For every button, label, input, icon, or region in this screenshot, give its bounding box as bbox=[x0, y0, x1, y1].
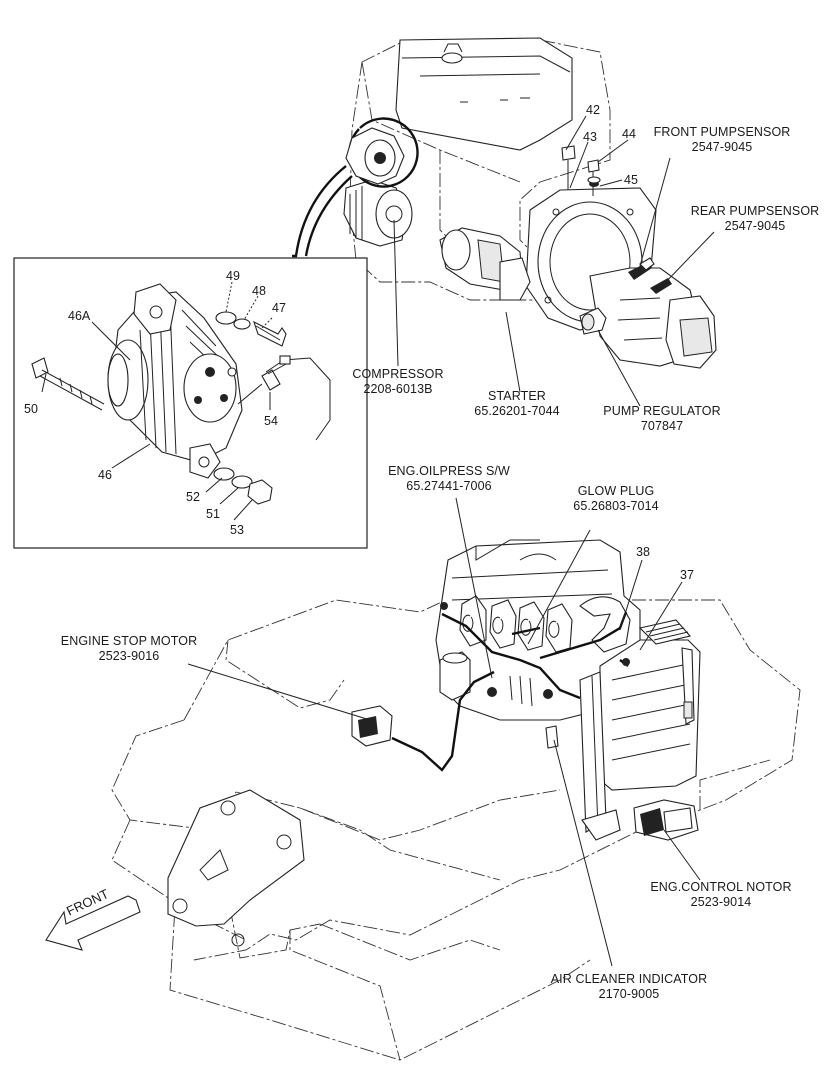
eng-control-motor-name: ENG.CONTROL NOTOR bbox=[650, 880, 792, 894]
eng-oilpress-part: 65.27441-7006 bbox=[406, 479, 492, 493]
eng-control-motor-label: ENG.CONTROL NOTOR 2523-9014 bbox=[634, 880, 808, 910]
front-pumpsensor-part: 2547-9045 bbox=[691, 140, 753, 154]
lower-frame-assembly bbox=[45, 599, 801, 1061]
callout-53: 53 bbox=[230, 523, 244, 537]
air-cleaner-indicator-name: AIR CLEANER INDICATOR bbox=[550, 972, 708, 986]
callout-48: 48 bbox=[252, 284, 266, 298]
callout-45: 45 bbox=[624, 173, 638, 187]
callout-46: 46 bbox=[98, 468, 112, 482]
eng-control-motor-part: 2523-9014 bbox=[690, 895, 752, 909]
engine-stop-motor-name: ENGINE STOP MOTOR bbox=[60, 634, 198, 648]
air-cleaner-indicator-part: 2170-9005 bbox=[598, 987, 660, 1001]
callout-38: 38 bbox=[636, 545, 650, 559]
engine-stop-motor-label: ENGINE STOP MOTOR 2523-9016 bbox=[46, 634, 212, 664]
callout-43: 43 bbox=[583, 130, 597, 144]
glow-plug-label: GLOW PLUG 65.26803-7014 bbox=[560, 484, 672, 514]
pump-regulator-part: 707847 bbox=[640, 419, 684, 433]
rear-pumpsensor-part: 2547-9045 bbox=[724, 219, 786, 233]
starter-label: STARTER 65.26201-7044 bbox=[462, 389, 572, 419]
front-arrow-icon bbox=[45, 895, 141, 951]
glow-plug-part: 65.26803-7014 bbox=[573, 499, 659, 513]
callout-52: 52 bbox=[186, 490, 200, 504]
callout-49: 49 bbox=[226, 269, 240, 283]
callout-47: 47 bbox=[272, 301, 286, 315]
pump-regulator-label: PUMP REGULATOR 707847 bbox=[592, 404, 732, 434]
callout-37: 37 bbox=[680, 568, 694, 582]
glow-plug-name: GLOW PLUG bbox=[577, 484, 655, 498]
rear-pumpsensor-label: REAR PUMPSENSOR 2547-9045 bbox=[680, 204, 830, 234]
front-pumpsensor-label: FRONT PUMPSENSOR 2547-9045 bbox=[642, 125, 802, 155]
callout-50: 50 bbox=[24, 402, 38, 416]
rear-pumpsensor-name: REAR PUMPSENSOR bbox=[690, 204, 820, 218]
callout-51: 51 bbox=[206, 507, 220, 521]
starter-part: 65.26201-7044 bbox=[474, 404, 560, 418]
compressor-part: 2208-6013B bbox=[363, 382, 433, 396]
upper-engine-assembly bbox=[292, 37, 717, 369]
leader-lines bbox=[187, 115, 715, 967]
air-cleaner-indicator-label: AIR CLEANER INDICATOR 2170-9005 bbox=[536, 972, 722, 1002]
engine-stop-motor-part: 2523-9016 bbox=[98, 649, 160, 663]
compressor-label: COMPRESSOR 2208-6013B bbox=[342, 367, 454, 397]
callout-42: 42 bbox=[586, 103, 600, 117]
eng-oilpress-label: ENG.OILPRESS S/W 65.27441-7006 bbox=[376, 464, 522, 494]
callout-44: 44 bbox=[622, 127, 636, 141]
front-pumpsensor-name: FRONT PUMPSENSOR bbox=[653, 125, 791, 139]
starter-name: STARTER bbox=[488, 389, 546, 403]
callout-46a: 46A bbox=[68, 309, 91, 323]
compressor-name: COMPRESSOR bbox=[352, 367, 444, 381]
callout-54: 54 bbox=[264, 414, 278, 428]
alternator-inset bbox=[13, 257, 368, 549]
lower-engine-assembly bbox=[351, 539, 701, 841]
pump-regulator-name: PUMP REGULATOR bbox=[603, 404, 721, 418]
eng-oilpress-name: ENG.OILPRESS S/W bbox=[388, 464, 510, 478]
